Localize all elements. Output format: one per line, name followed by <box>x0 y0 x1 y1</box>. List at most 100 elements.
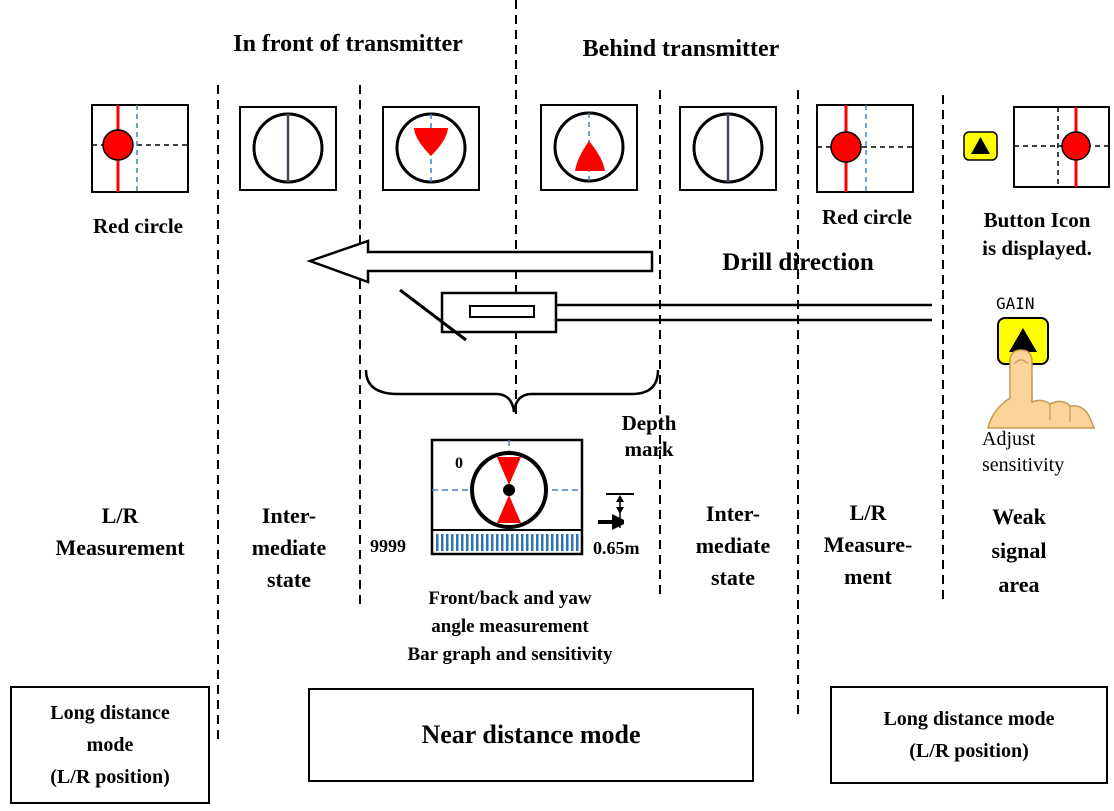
bar-segment <box>441 534 444 551</box>
bar-segment <box>536 534 539 551</box>
mode-long-right-line1: Long distance mode <box>883 708 1055 730</box>
state-inter-right-line3: state <box>711 565 755 590</box>
bar-segment <box>456 534 459 551</box>
drill-direction-arrow <box>306 239 654 284</box>
bar-segment <box>461 534 464 551</box>
state-lr-left-line2: Measurement <box>55 535 185 560</box>
bar-segment <box>436 534 439 551</box>
red-front-marker <box>497 457 521 485</box>
bar-segment <box>561 534 564 551</box>
gain-button <box>997 317 1049 365</box>
label-adjust-sensitivity: Adjust sensitivity <box>982 426 1064 478</box>
bar-segment <box>471 534 474 551</box>
bar-value-readout: 9999 <box>370 536 406 556</box>
state-weak-line1: Weak <box>992 504 1046 529</box>
caption-line1: Front/back and yaw <box>428 588 592 609</box>
state-inter-left-line1: Inter- <box>261 503 317 528</box>
label-depth-mark: Depth mark <box>608 410 690 462</box>
red-back-marker <box>497 495 521 523</box>
label-adjust-line2: sensitivity <box>982 454 1065 476</box>
mode-near-distance: Near distance mode <box>308 688 754 782</box>
bar-segment <box>531 534 534 551</box>
state-inter-left-line3: state <box>267 567 311 592</box>
state-inter-right-line1: Inter- <box>705 501 761 526</box>
bar-segment <box>506 534 509 551</box>
hand-icon <box>987 349 1096 429</box>
state-lr-right-line3: ment <box>844 564 892 589</box>
state-inter-left-line2: mediate <box>251 535 327 560</box>
bar-segment <box>576 534 579 551</box>
triangle-up-icon <box>963 131 998 161</box>
mode-long-left-line2: mode <box>86 734 134 756</box>
bar-segment <box>516 534 519 551</box>
display-weak-signal <box>1013 106 1110 188</box>
state-lr-right-line2: Measure- <box>823 532 913 557</box>
depth-value-readout: 0.65m <box>593 538 640 558</box>
label-button-icon-displayed: Button Icon is displayed. <box>962 206 1112 262</box>
display-red-circle-right <box>816 104 914 193</box>
bar-segment <box>546 534 549 551</box>
state-lr-measurement-left: L/R Measurement <box>40 500 200 564</box>
header-front-of-transmitter: In front of transmitter <box>233 31 463 57</box>
sensitivity-bar-graph <box>436 534 579 551</box>
state-inter-right-line2: mediate <box>695 533 771 558</box>
mode-long-distance-left: Long distance mode (L/R position) <box>10 686 210 804</box>
bar-segment <box>491 534 494 551</box>
header-behind-transmitter: Behind transmitter <box>582 36 780 62</box>
state-lr-right-line1: L/R <box>849 500 887 525</box>
state-weak-line2: signal <box>991 538 1047 563</box>
red-triangle-marker <box>414 128 448 156</box>
bar-segment <box>526 534 529 551</box>
label-button-icon-line2: is displayed. <box>982 236 1092 260</box>
display-intermediate-left <box>239 106 337 191</box>
separators <box>217 0 944 740</box>
mode-long-left-line1: Long distance <box>50 702 170 724</box>
caption-line2: angle measurement <box>431 616 589 637</box>
depth-mark-icon <box>598 493 634 530</box>
bar-segment <box>481 534 484 551</box>
mode-long-distance-right: Long distance mode (L/R position) <box>830 686 1108 784</box>
label-adjust-line1: Adjust <box>982 428 1036 450</box>
range-brace <box>364 369 660 413</box>
state-lr-left-line1: L/R <box>101 503 139 528</box>
bar-segment <box>466 534 469 551</box>
mode-long-right-line2: (L/R position) <box>909 740 1029 762</box>
bar-segment <box>551 534 554 551</box>
bar-segment <box>501 534 504 551</box>
bar-segment <box>486 534 489 551</box>
label-gain: GAIN <box>996 294 1035 313</box>
angle-zero-readout: 0 <box>455 455 463 472</box>
display-behind-triangle <box>540 104 638 191</box>
label-button-icon-line1: Button Icon <box>983 208 1091 232</box>
bar-segment <box>521 534 524 551</box>
bar-segment <box>476 534 479 551</box>
bar-segment <box>541 534 544 551</box>
red-triangle-marker <box>575 141 605 171</box>
bar-segment <box>446 534 449 551</box>
state-intermediate-left: Inter- mediate state <box>234 500 344 596</box>
display-front-triangle <box>382 106 480 191</box>
label-depth-line1: Depth <box>621 411 677 435</box>
display-red-circle-left <box>91 104 189 193</box>
bar-segment <box>451 534 454 551</box>
mode-near-label: Near distance mode <box>421 720 641 749</box>
display-intermediate-right <box>679 106 777 191</box>
drill-head <box>399 288 932 342</box>
label-red-circle-right: Red circle <box>822 205 912 229</box>
label-drill-direction: Drill direction <box>722 249 874 276</box>
red-circle-marker <box>1061 131 1091 161</box>
state-weak-line3: area <box>998 572 1040 597</box>
red-circle-marker <box>830 131 862 163</box>
red-circle-marker <box>102 129 134 161</box>
bar-segment <box>496 534 499 551</box>
bar-segment <box>556 534 559 551</box>
bar-segment <box>571 534 574 551</box>
state-lr-measurement-right: L/R Measure- ment <box>806 497 930 593</box>
drill-bit <box>399 288 467 342</box>
label-red-circle-left: Red circle <box>93 214 183 238</box>
caption-measurement: Front/back and yaw angle measurement Bar… <box>380 585 640 669</box>
caption-line3: Bar graph and sensitivity <box>407 644 613 665</box>
bar-segment <box>511 534 514 551</box>
